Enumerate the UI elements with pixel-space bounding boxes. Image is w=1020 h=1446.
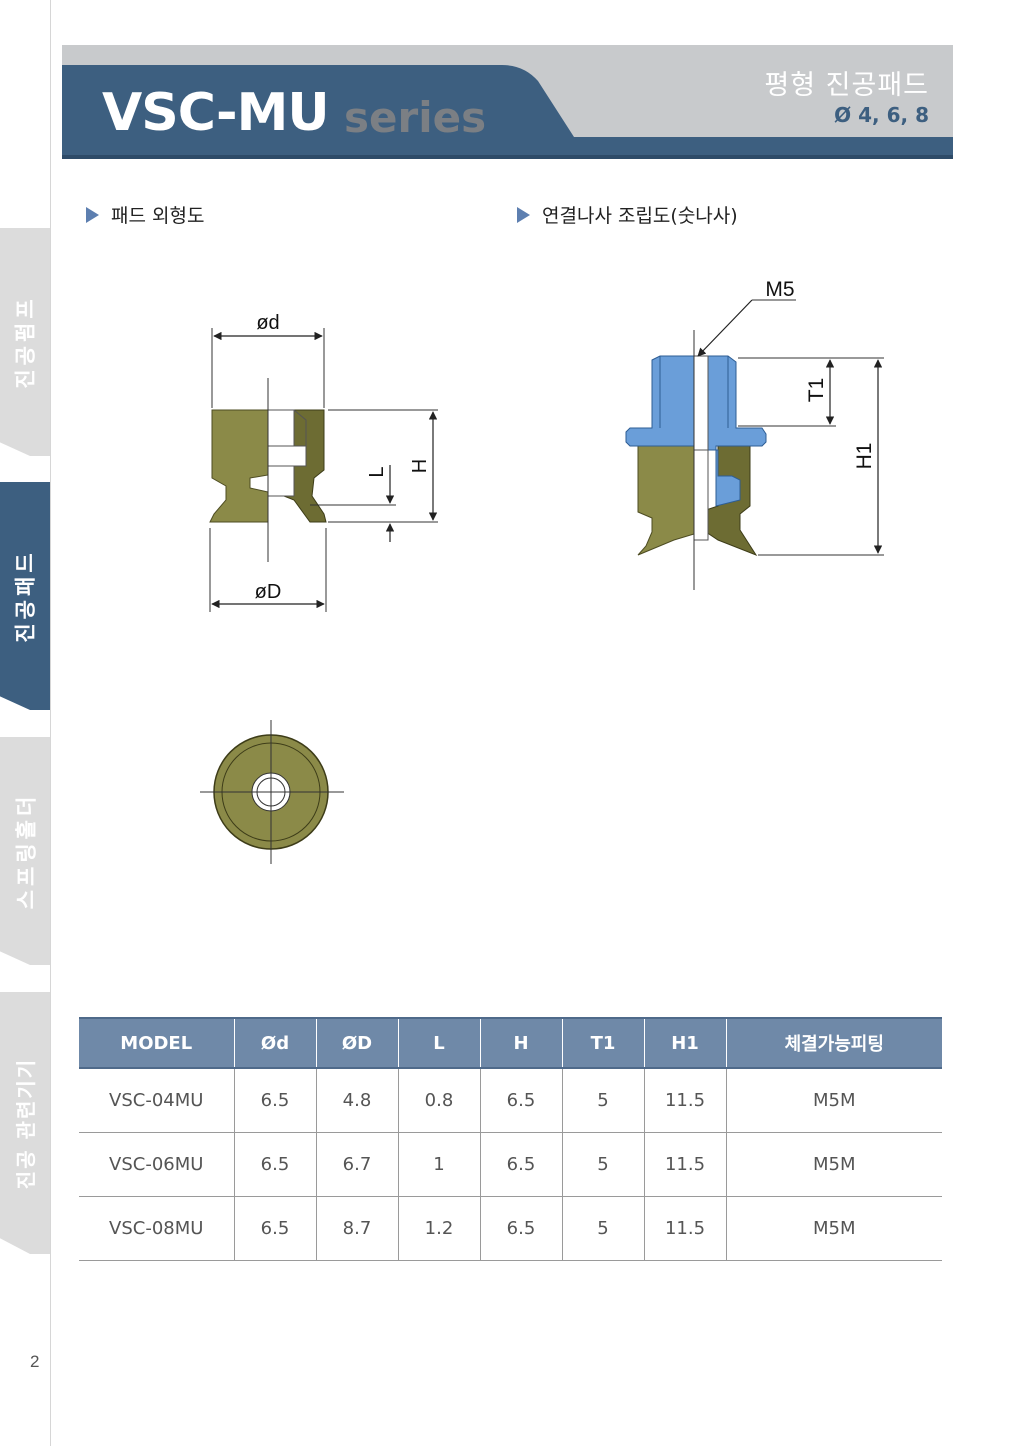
- spec-table: MODEL Ød ØD L H T1 H1 체결가능피팅 VSC-04MU 6.…: [79, 1017, 942, 1261]
- column-header-phi-d: Ød: [234, 1017, 317, 1069]
- sidebar-tab-label: 진공패드: [14, 549, 38, 643]
- column-header-T1: T1: [562, 1017, 645, 1069]
- sidebar-tab-vacuum-pump[interactable]: 진공펌프: [0, 228, 50, 456]
- table-cell: 5: [562, 1132, 645, 1197]
- pad-outline-drawing: ød øD H L: [209, 312, 438, 612]
- table-cell: 5: [562, 1196, 645, 1261]
- table-cell: 11.5: [644, 1196, 727, 1261]
- dim-label-phi-d: ød: [256, 312, 279, 334]
- series-code: VSC-MU: [102, 83, 330, 143]
- pad-bottom-view-drawing: [200, 720, 344, 864]
- assembly-section-heading: 연결나사 조립도(숫나사): [517, 201, 738, 228]
- table-cell-model: VSC-08MU: [79, 1196, 235, 1261]
- dim-label-T1: T1: [805, 378, 828, 403]
- dim-label-M5: M5: [765, 278, 794, 301]
- sidebar-tab-vacuum-pad[interactable]: 진공패드: [0, 482, 50, 710]
- table-cell: 1.2: [398, 1196, 481, 1261]
- sidebar-divider: [50, 0, 51, 1446]
- table-cell-model: VSC-06MU: [79, 1132, 235, 1197]
- dim-label-H: H: [409, 459, 431, 473]
- table-cell: 0.8: [398, 1068, 481, 1133]
- sidebar-tab-label: 진공 관련기기: [14, 1057, 39, 1189]
- table-cell: 6.5: [234, 1196, 317, 1261]
- table-cell-fitting: M5M: [726, 1132, 942, 1197]
- table-cell-fitting: M5M: [726, 1196, 942, 1261]
- table-row: VSC-04MU 6.5 4.8 0.8 6.5 5 11.5 M5M: [79, 1068, 942, 1133]
- sidebar-tab-vacuum-accessories[interactable]: 진공 관련기기: [0, 992, 50, 1254]
- table-cell: 6.5: [480, 1196, 563, 1261]
- sidebar-tab-label: 스프링홀더: [14, 792, 39, 910]
- assembly-drawing: M5 T1 H1: [625, 278, 884, 590]
- outline-section-heading: 패드 외형도: [86, 201, 204, 228]
- column-header-model: MODEL: [79, 1017, 235, 1069]
- sidebar-tab-label: 진공펌프: [14, 295, 38, 389]
- header-sizes: Ø 4, 6, 8: [834, 103, 929, 127]
- sidebar-tab-spring-holder[interactable]: 스프링홀더: [0, 737, 50, 965]
- header-background: [62, 45, 953, 159]
- table-cell: 6.5: [234, 1068, 317, 1133]
- dim-label-L: L: [366, 466, 388, 477]
- table-cell: 4.8: [316, 1068, 399, 1133]
- table-cell: 6.5: [480, 1068, 563, 1133]
- page-number: 2: [30, 1352, 40, 1371]
- table-cell: 11.5: [644, 1132, 727, 1197]
- column-header-H: H: [480, 1017, 563, 1069]
- assembly-section-title: 연결나사 조립도(숫나사): [542, 205, 738, 227]
- column-header-L: L: [398, 1017, 481, 1069]
- table-cell: 11.5: [644, 1068, 727, 1133]
- outline-section-title: 패드 외형도: [111, 205, 205, 227]
- series-word: series: [344, 93, 487, 142]
- column-header-phi-D: ØD: [316, 1017, 399, 1069]
- table-row: VSC-06MU 6.5 6.7 1 6.5 5 11.5 M5M: [79, 1132, 942, 1197]
- column-header-H1: H1: [644, 1017, 727, 1069]
- series-header: VSC-MU series 평형 진공패드 Ø 4, 6, 8: [62, 45, 953, 159]
- table-cell: 5: [562, 1068, 645, 1133]
- header-subtitle: 평형 진공패드: [764, 70, 929, 101]
- table-cell: 6.5: [480, 1132, 563, 1197]
- table-cell: 1: [398, 1132, 481, 1197]
- table-cell-fitting: M5M: [726, 1068, 942, 1133]
- table-cell-model: VSC-04MU: [79, 1068, 235, 1133]
- triangle-bullet-icon: [86, 206, 99, 223]
- table-header-row: MODEL Ød ØD L H T1 H1 체결가능피팅: [79, 1017, 942, 1069]
- table-cell: 6.7: [316, 1132, 399, 1197]
- table-cell: 6.5: [234, 1132, 317, 1197]
- dim-label-phi-D: øD: [255, 581, 282, 603]
- table-cell: 8.7: [316, 1196, 399, 1261]
- table-row: VSC-08MU 6.5 8.7 1.2 6.5 5 11.5 M5M: [79, 1196, 942, 1261]
- column-header-fitting: 체결가능피팅: [726, 1017, 942, 1069]
- triangle-bullet-icon: [517, 206, 530, 223]
- dim-label-H1: H1: [853, 443, 876, 470]
